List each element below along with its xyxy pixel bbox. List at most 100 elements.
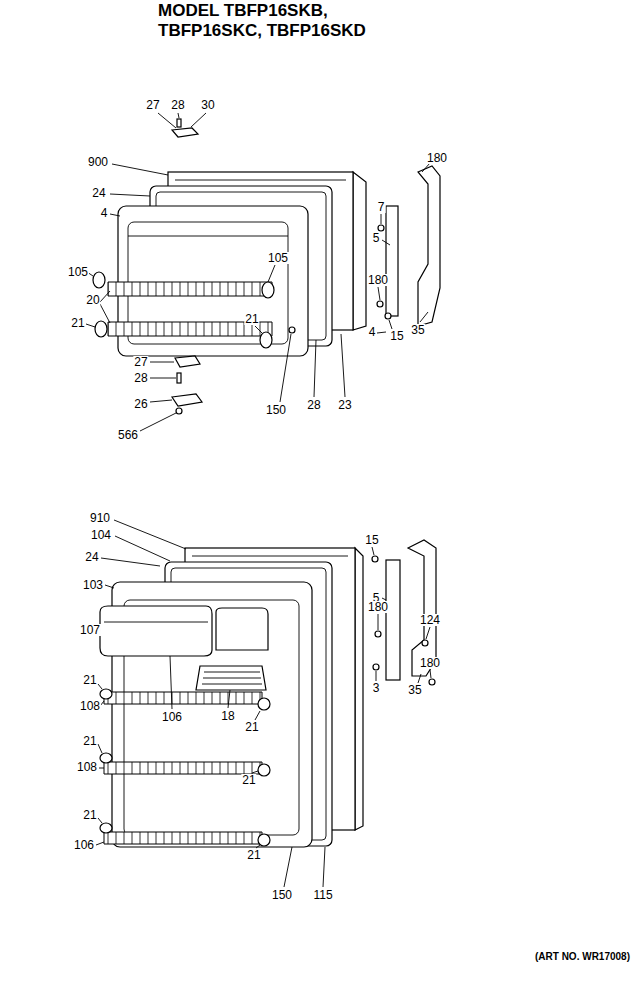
callout-number: 27 (133, 356, 148, 368)
callout-number: 3 (372, 682, 381, 694)
callout-number: 28 (133, 372, 148, 384)
freezer-hinge-parts-part (176, 408, 182, 414)
callout-number: 108 (76, 761, 98, 773)
fresh-food-hinge-parts-part (375, 631, 381, 637)
freezer-door-part (108, 282, 272, 296)
freezer-door-part (128, 236, 288, 237)
callout-number: 21 (244, 313, 259, 325)
callout-number: 180 (367, 274, 389, 286)
callout-number: 15 (389, 330, 404, 342)
fresh-food-door-part (104, 692, 262, 704)
callout-number: 21 (70, 317, 85, 329)
freezer-hinge-parts-part (177, 373, 181, 383)
fresh-food-door-part (355, 548, 363, 830)
callout-number: 35 (410, 324, 425, 336)
freezer-hinge-parts-part (378, 225, 384, 231)
callout-number: 23 (337, 399, 352, 411)
fresh-food-door-part (216, 608, 268, 650)
callout-number: 28 (306, 399, 321, 411)
callout-number: 24 (84, 551, 99, 563)
fresh-food-hinge-parts-part (372, 556, 378, 562)
callout-number: 15 (364, 534, 379, 546)
art-number-caption: (ART NO. WR17008) (535, 951, 630, 962)
callout-number: 27 (145, 99, 160, 111)
fresh-food-hinge-parts-part (429, 679, 435, 685)
fresh-food-door-part (104, 832, 262, 844)
fresh-food-door-part (100, 753, 112, 763)
leader-lines-bottom-part (96, 520, 431, 887)
freezer-hinge-parts-part (386, 206, 398, 316)
callout-number: 150 (265, 404, 287, 416)
freezer-door-part (262, 282, 274, 298)
callout-number: 18 (220, 710, 235, 722)
callout-number: 106 (73, 839, 95, 851)
callout-number: 4 (100, 207, 109, 219)
callout-number: 105 (67, 266, 89, 278)
freezer-door-part (289, 327, 295, 333)
fresh-food-door-part (258, 834, 270, 846)
freezer-door-part (93, 272, 105, 288)
callout-number: 180 (426, 152, 448, 164)
leader-lines-top (86, 113, 430, 431)
fresh-food-hinge-parts-part (386, 560, 400, 680)
fresh-food-door-part (100, 689, 112, 699)
leader-lines-bottom (96, 520, 431, 887)
freezer-door-part (260, 332, 272, 348)
callout-number: 103 (82, 579, 104, 591)
fresh-food-door-part (100, 606, 212, 656)
fresh-food-door-part (196, 666, 266, 690)
callout-number: 124 (419, 614, 441, 626)
freezer-door (93, 172, 366, 356)
callout-number: 26 (133, 398, 148, 410)
callout-number: 115 (312, 889, 333, 901)
callout-number: 105 (267, 252, 289, 264)
fresh-food-hinge-parts-part (373, 664, 379, 670)
fresh-food-door (100, 548, 363, 847)
model-title: MODEL TBFP16SKB, TBFP16SKC, TBFP16SKD (158, 1, 408, 41)
callout-number: 150 (271, 889, 293, 901)
callout-number: 21 (82, 674, 97, 686)
fresh-food-door-part (100, 823, 112, 833)
callout-number: 35 (407, 684, 422, 696)
callout-number: 5 (372, 232, 381, 244)
freezer-hinge-parts-part (385, 313, 391, 319)
callout-number: 30 (200, 99, 215, 111)
callout-number: 910 (89, 512, 111, 524)
callout-number: 900 (87, 156, 109, 168)
callout-number: 180 (367, 601, 389, 613)
callout-number: 180 (419, 657, 441, 669)
callout-number: 24 (91, 187, 106, 199)
fresh-food-door-part (104, 622, 208, 623)
callout-number: 21 (82, 809, 97, 821)
callout-number: 104 (90, 529, 112, 541)
callout-number: 108 (79, 700, 101, 712)
callout-number: 21 (244, 721, 259, 733)
callout-number: 566 (117, 429, 139, 441)
freezer-hinge-parts-part (172, 394, 202, 406)
callout-number: 28 (170, 99, 185, 111)
fresh-food-door-part (258, 698, 270, 710)
freezer-door-part (95, 321, 107, 337)
callout-number: 21 (246, 849, 261, 861)
freezer-hinge-parts-part (175, 356, 200, 367)
freezer-hinge-parts (172, 119, 440, 414)
callout-number: 20 (85, 294, 100, 306)
callout-number: 7 (377, 201, 386, 213)
fresh-food-door-part (258, 764, 270, 776)
callout-number: 21 (241, 774, 256, 786)
freezer-door-part (175, 180, 346, 181)
leader-lines-top-part (86, 113, 430, 431)
freezer-hinge-parts-part (172, 128, 198, 137)
callout-number: 4 (368, 326, 377, 338)
freezer-hinge-parts-part (418, 166, 440, 326)
callout-number: 107 (79, 624, 101, 636)
freezer-hinge-parts-part (377, 301, 383, 307)
freezer-door-part (353, 172, 366, 330)
callout-number: 21 (82, 735, 97, 747)
fresh-food-door-part (192, 556, 348, 557)
callout-number: 106 (161, 711, 183, 723)
fresh-food-door-part (104, 762, 262, 774)
freezer-hinge-parts-part (177, 119, 181, 127)
